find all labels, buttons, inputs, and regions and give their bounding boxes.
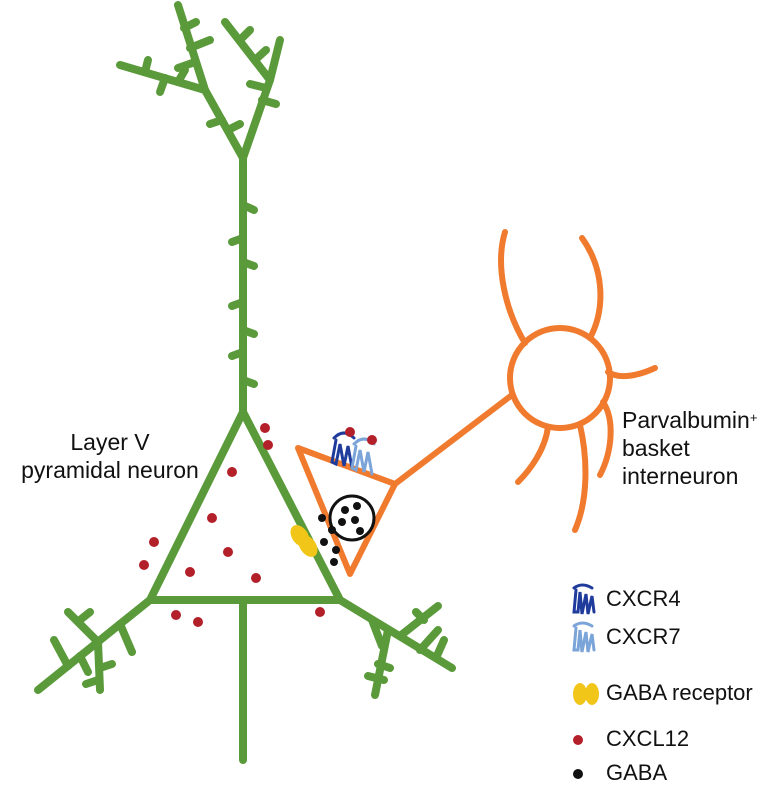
interneuron-label-line1: Parvalbumin+: [622, 407, 758, 433]
interneuron-soma: [507, 325, 613, 431]
legend-item-cxcr4: CXCR4: [568, 582, 768, 618]
gaba-dot-icon: [573, 769, 583, 779]
legend-label-cxcr7: CXCR7: [606, 624, 681, 649]
gaba-receptor: [290, 525, 318, 557]
interneuron-dendrite-3: [605, 365, 658, 380]
apical-tuft: [116, 1, 284, 162]
legend-item-cxcl12: CXCL12: [568, 722, 768, 758]
interneuron-label-line3: interneuron: [622, 463, 739, 489]
interneuron-label-sup: +: [749, 410, 758, 425]
released-gaba: [318, 514, 340, 566]
interneuron-dendrite-2: [579, 235, 604, 341]
legend-item-cxcr7: CXCR7: [568, 620, 768, 656]
legend-label-gaba: GABA: [606, 760, 668, 785]
cxcr4-receptor: [330, 431, 356, 470]
interneuron-dendrite-6: [515, 424, 551, 485]
legend-label-cxcr4: CXCR4: [606, 586, 681, 611]
pyramidal-neuron: [34, 1, 456, 764]
cxcr7-receptor-icon: [572, 621, 596, 653]
interneuron-label: Parvalbumin+ basket interneuron: [622, 406, 772, 490]
interneuron-axon: [392, 392, 515, 487]
legend-label-gaba-receptor: GABA receptor: [606, 680, 753, 705]
left-basal-dendrite: [34, 596, 154, 694]
legend-label-cxcl12: CXCL12: [606, 726, 690, 751]
legend-item-gaba-receptor: GABA receptor: [568, 676, 768, 712]
interneuron-dendrite-4: [597, 399, 614, 478]
cxcl12-dots: [139, 423, 377, 627]
pyramidal-label-line1: Layer V: [70, 429, 150, 455]
interneuron-label-line2: basket: [622, 435, 690, 461]
interneuron-dendrite-1: [498, 229, 528, 346]
apical-spines: [228, 201, 258, 388]
interneuron-dendrite-5: [572, 422, 589, 533]
cxcl12-dot-icon: [573, 735, 583, 745]
gaba-receptor-icon: [573, 683, 599, 705]
right-basal-dendrite: [336, 596, 456, 699]
legend-item-gaba: GABA: [568, 756, 768, 792]
gaba-vesicle: [328, 494, 376, 542]
pyramidal-neuron-label: Layer V pyramidal neuron: [0, 428, 220, 484]
pv-interneuron: [295, 229, 658, 577]
pyramidal-label-line2: pyramidal neuron: [21, 457, 199, 483]
cxcr4-receptor-icon: [572, 583, 596, 615]
